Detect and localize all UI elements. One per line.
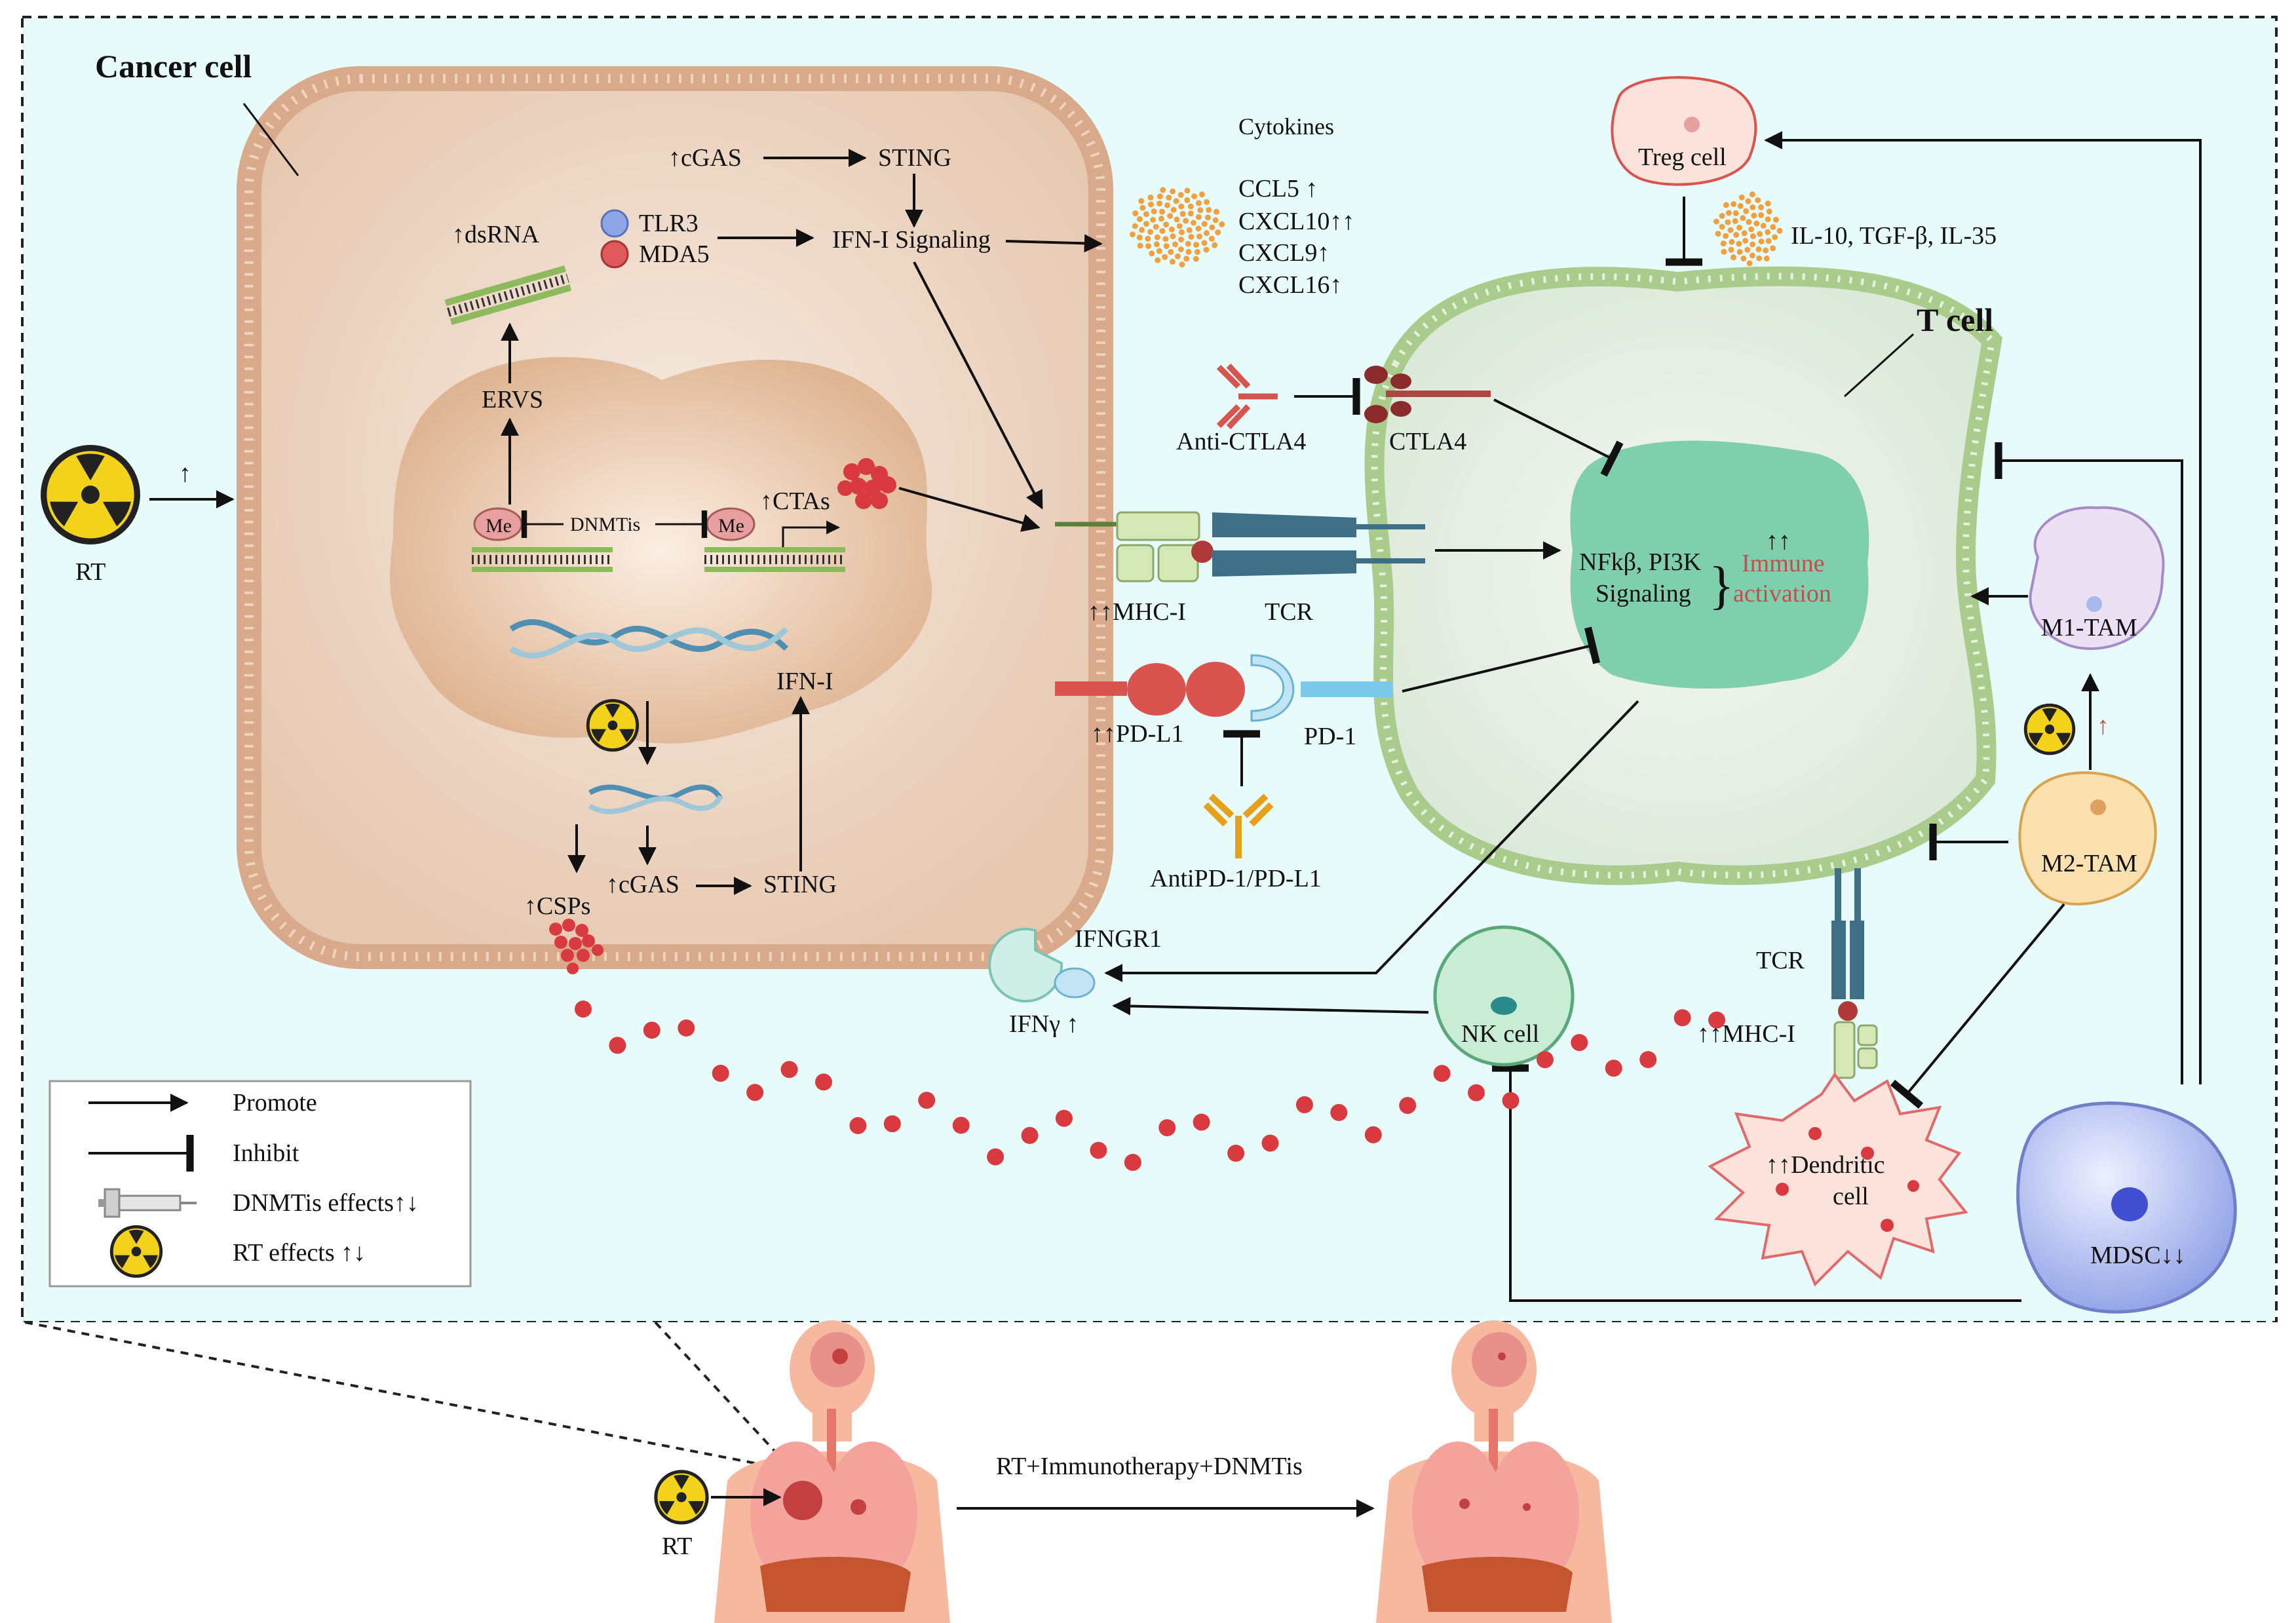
tcr-dc-label: TCR (1756, 947, 1805, 974)
ctla4-label: CTLA4 (1389, 428, 1466, 455)
dna-helix-icon (509, 619, 789, 659)
tcr-icon (1212, 512, 1425, 577)
tlr3-icon (600, 209, 629, 238)
nucleus (390, 356, 932, 744)
cgas-bottom-label: ↑cGAS (606, 871, 679, 898)
t-cell (1364, 266, 2002, 885)
ervs-label: ERVS (482, 386, 543, 413)
csps-cluster-icon (549, 919, 603, 974)
m2-tam-cell (2018, 771, 2157, 906)
mda5-icon (600, 240, 629, 269)
ctla4-receptor-icon (1364, 366, 1491, 423)
treg-cell (1611, 76, 1757, 186)
signaling-brace: } (1709, 557, 1734, 615)
cytokine-item-4: CXCL16↑ (1238, 271, 1342, 299)
tlr3-label: TLR3 (639, 210, 698, 237)
anti-ctla4-label: Anti-CTLA4 (1176, 428, 1306, 455)
sting-top-label: STING (878, 144, 951, 172)
dna-left-icon (472, 547, 613, 572)
m2-tam-label: M2-TAM (2041, 850, 2137, 877)
radiation-legend-icon (111, 1227, 161, 1276)
dna-fragment-icon (588, 784, 723, 814)
syringe-icon (98, 1188, 197, 1218)
nk-cell-label: NK cell (1461, 1020, 1539, 1048)
t-cell-title: T cell (1917, 301, 1993, 338)
pd-1-label: PD-1 (1304, 723, 1356, 750)
signaling-line2: Signaling (1596, 580, 1691, 607)
ifng-label: IFNγ ↑ (1009, 1010, 1079, 1038)
dendritic-line2: cell (1833, 1183, 1869, 1210)
dna-right-icon (704, 547, 845, 572)
cytokine-item-3: CXCL9↑ (1238, 239, 1330, 267)
cytokine-particles-icon (1129, 187, 1225, 268)
activation-line1: Immune (1742, 550, 1825, 577)
patient-before (714, 1320, 950, 1623)
radiation-icon (588, 700, 637, 750)
me-right-label: Me (718, 515, 744, 537)
cytokines-title: Cytokines (1238, 113, 1334, 140)
legend-rt: RT effects ↑↓ (233, 1239, 366, 1267)
m1-tam-cell (2029, 506, 2165, 651)
csps-label: ↑CSPs (524, 892, 590, 920)
patient-after (1376, 1320, 1612, 1623)
mhc-i-label: ↑↑MHC-I (1088, 598, 1186, 626)
cytokine-item-2: CXCL10↑↑ (1238, 208, 1354, 235)
mhc-i-icon (1116, 511, 1200, 582)
m1-tam-label: M1-TAM (2041, 614, 2137, 641)
rt-left-arrow: ↑ (179, 460, 191, 487)
activation-line2: activation (1733, 580, 1831, 607)
treg-cytokines-label: IL-10, TGF-β, IL-35 (1791, 222, 1997, 250)
legend-inhibit: Inhibit (233, 1139, 299, 1167)
dc-antigen-icon (1838, 1001, 1858, 1021)
treg-label: Treg cell (1638, 143, 1727, 171)
sting-bottom-label: STING (763, 871, 837, 898)
ifn-signaling-label: IFN-I Signaling (832, 226, 991, 254)
anti-pd1-label: AntiPD-1/PD-L1 (1150, 865, 1322, 892)
tcr-dc-icon (1831, 868, 1864, 999)
pd-1-icon (1250, 654, 1392, 722)
therapy-label: RT+Immunotherapy+DNMTis (996, 1453, 1303, 1480)
ctas-cluster-icon (837, 458, 896, 509)
ifn-i-label: IFN-I (776, 668, 833, 695)
me-left-label: Me (486, 515, 512, 537)
legend: Promote Inhibit DNMTis effects↑↓ RT effe… (48, 1080, 472, 1288)
rt-radiation-icon (44, 448, 138, 542)
antigen-peptide-icon (1191, 541, 1214, 563)
cytokine-item-1: CCL5 ↑ (1238, 175, 1318, 202)
nk-cell (1433, 925, 1575, 1067)
treg-cytokine-particles-icon (1713, 191, 1783, 267)
bottom-radiation-icon (656, 1472, 707, 1523)
dnmtis-label: DNMTis (570, 514, 640, 535)
cgas-top-label: ↑cGAS (668, 144, 742, 172)
legend-dnmtis: DNMTis effects↑↓ (233, 1189, 419, 1217)
cancer-cell-title: Cancer cell (95, 48, 252, 85)
activation-arrows: ↑↑ (1766, 527, 1791, 555)
signaling-blob (1570, 440, 1869, 689)
mhc-dc-icon (1833, 1021, 1878, 1079)
ifngr1-label: IFNGR1 (1075, 925, 1162, 953)
anti-pd1-antibody-icon (1203, 793, 1274, 858)
mda5-label: MDA5 (639, 240, 710, 268)
m1-radiation-icon (2025, 705, 2074, 754)
mdsc-cell (2016, 1101, 2237, 1314)
pd-l1-label: ↑↑PD-L1 (1091, 720, 1183, 748)
bottom-rt-label: RT (662, 1533, 692, 1560)
legend-promote: Promote (233, 1089, 317, 1117)
m1-up-arrow: ↑ (2097, 712, 2109, 740)
dsrna-label: ↑dsRNA (452, 221, 540, 248)
dendritic-cell (1708, 1072, 1968, 1287)
dsrna-icon (444, 265, 572, 325)
mdsc-label: MDSC↓↓ (2090, 1242, 2186, 1269)
rt-left-label: RT (75, 558, 105, 586)
anti-ctla4-antibody-icon (1216, 363, 1278, 430)
tcr-label: TCR (1265, 598, 1314, 626)
pd-l1-icon (1127, 662, 1245, 717)
ctas-label: ↑CTAs (760, 487, 830, 515)
ifngr1-icon (988, 928, 1096, 1002)
antigen-trail-icon (575, 1001, 1725, 1171)
signaling-line1: NFkβ, PI3K (1579, 548, 1702, 576)
